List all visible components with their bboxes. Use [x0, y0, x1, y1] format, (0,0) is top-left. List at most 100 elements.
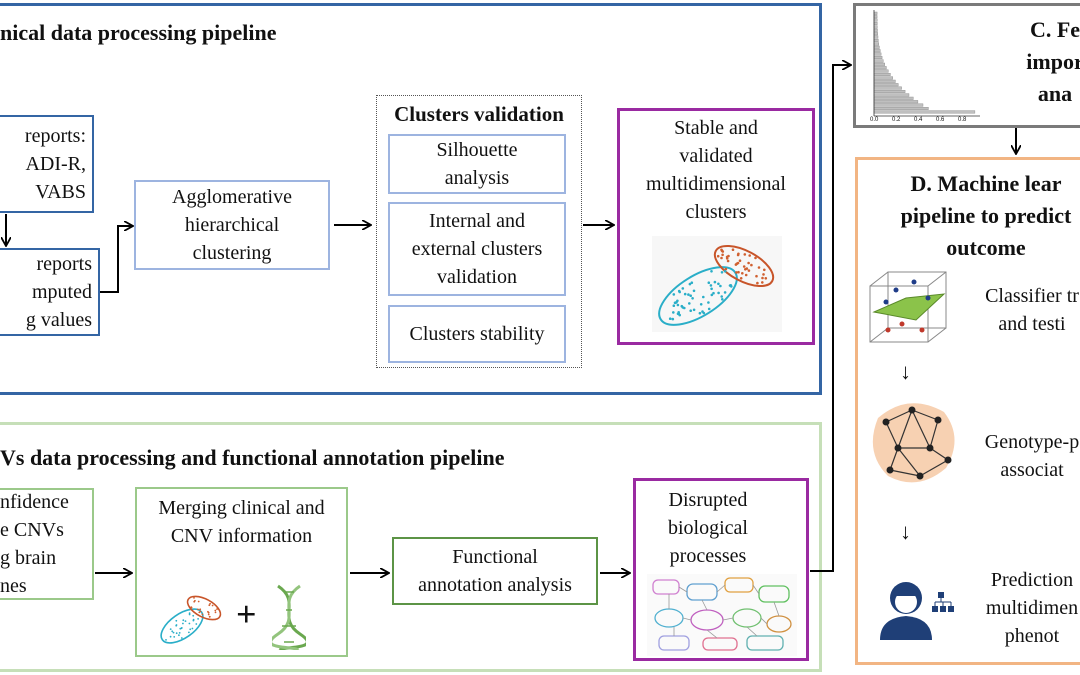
scatter-dot: [179, 627, 182, 630]
scatter-dot: [720, 271, 724, 274]
disrupted-processes-box: [633, 478, 809, 661]
scatter-dot: [676, 303, 680, 307]
scatter-dot: [747, 261, 750, 265]
scatter-dot: [672, 304, 676, 307]
classifier-cube-icon: [869, 271, 947, 343]
tick-label: 0.4: [914, 117, 923, 123]
scatter-dot: [178, 634, 180, 637]
scatter-dot: [731, 248, 735, 251]
scatter-dot: [207, 610, 209, 613]
scatter-dot: [197, 618, 199, 620]
scatter-dot: [211, 604, 214, 607]
scatter-dot: [214, 611, 217, 614]
validated-clusters-box: [617, 108, 815, 345]
scatter-dot: [707, 281, 711, 284]
scatter-dot: [764, 277, 768, 280]
panel-a-title: nical data processing pipeline: [0, 20, 277, 45]
scatter-dot: [188, 613, 191, 616]
down-arrow-2: ↓: [900, 519, 911, 544]
scatter-dot: [188, 622, 191, 625]
scatter-dot: [691, 297, 694, 300]
scatter-dot: [171, 630, 174, 633]
scatter-dot: [690, 281, 694, 284]
merging-label: Merging clinical and CNV information: [158, 497, 325, 547]
scatter-dot: [188, 631, 190, 634]
scatter-dot: [192, 614, 195, 617]
scatter-dot: [756, 281, 759, 285]
scatter-dot: [216, 608, 218, 610]
scatter-dot: [184, 620, 187, 622]
scatter-dot: [207, 613, 210, 616]
network-pathway-image: [647, 574, 797, 656]
scatter-dot: [165, 639, 167, 641]
scatter-dot: [178, 632, 181, 634]
scatter-dot: [692, 289, 696, 293]
panel-c-frame: [853, 3, 1080, 128]
imputed-reports-box: reports mputed g values: [0, 248, 100, 336]
scatter-dot: [180, 637, 183, 639]
scatter-dot: [743, 253, 747, 256]
scatter-dot: [699, 303, 703, 306]
scatter-dot: [755, 274, 758, 278]
scatter-dot: [188, 612, 191, 615]
tick-label: 0.0: [870, 117, 879, 123]
scatter-dot: [735, 262, 739, 265]
scatter-dot: [723, 269, 727, 273]
scatter-dot: [683, 292, 687, 296]
scatter-dot: [716, 254, 720, 258]
scatter-dot: [725, 255, 729, 259]
scatter-dot: [208, 615, 211, 618]
scatter-dot: [201, 613, 204, 616]
scatter-dot: [710, 287, 713, 291]
scatter-dot: [761, 276, 764, 280]
scatter-dot: [193, 600, 196, 603]
panel-d-title: D. Machine lear pipeline to predict outc…: [900, 171, 1072, 260]
scatter-dot: [672, 311, 675, 314]
scatter-dot: [707, 307, 711, 311]
panel-d-frame: [855, 157, 1080, 665]
scatter-dot: [747, 269, 751, 272]
scatter-dot: [724, 267, 728, 271]
cluster-scatter-image: [652, 236, 782, 332]
scatter-dot: [720, 256, 723, 260]
prediction-step-label: Prediction multidimen phenot: [985, 569, 1079, 647]
scatter-dot: [717, 282, 720, 286]
scatter-dot: [208, 604, 211, 607]
tick-label: 0.8: [958, 117, 967, 123]
scatter-dot: [195, 623, 198, 625]
scatter-dot: [748, 254, 751, 257]
scatter-dot: [190, 606, 193, 609]
feature-importance-chart: [873, 10, 980, 117]
scatter-dot: [672, 293, 676, 296]
arrow-imputed-to-clustering: [100, 226, 132, 293]
disrupted-processes-label: Disrupted biological processes: [668, 489, 748, 567]
scatter-dot: [730, 285, 733, 288]
scatter-dot: [721, 298, 724, 301]
scatter-dot: [192, 618, 195, 621]
genotype-network-icon: [872, 403, 955, 483]
scatter-dot: [754, 256, 757, 260]
scatter-dot: [720, 295, 723, 298]
scatter-dot: [214, 609, 217, 612]
clusters-validation-group: [376, 95, 582, 368]
down-arrow-1: ↓: [900, 359, 911, 384]
patient-prediction-icon: [880, 582, 954, 640]
panel-a-frame: [0, 3, 822, 395]
feature-tick-labels: 0.0 0.2 0.4 0.6 0.8: [868, 117, 980, 127]
scatter-dot: [707, 301, 710, 304]
scatter-dot: [710, 270, 713, 273]
scatter-dot: [710, 293, 714, 297]
genotype-step-label: Genotype-p associat: [984, 431, 1080, 481]
scatter-dot: [723, 291, 727, 294]
scatter-dot: [175, 624, 178, 626]
scatter-dot: [689, 309, 692, 312]
scatter-dot: [750, 263, 753, 267]
scatter-dot: [726, 259, 730, 263]
scatter-dot: [720, 248, 723, 252]
scatter-dot: [745, 267, 749, 270]
scatter-dot: [199, 608, 202, 611]
scatter-dot: [762, 273, 765, 276]
scatter-dot: [169, 635, 172, 638]
scatter-dot: [677, 311, 680, 314]
scatter-dot: [689, 294, 692, 297]
